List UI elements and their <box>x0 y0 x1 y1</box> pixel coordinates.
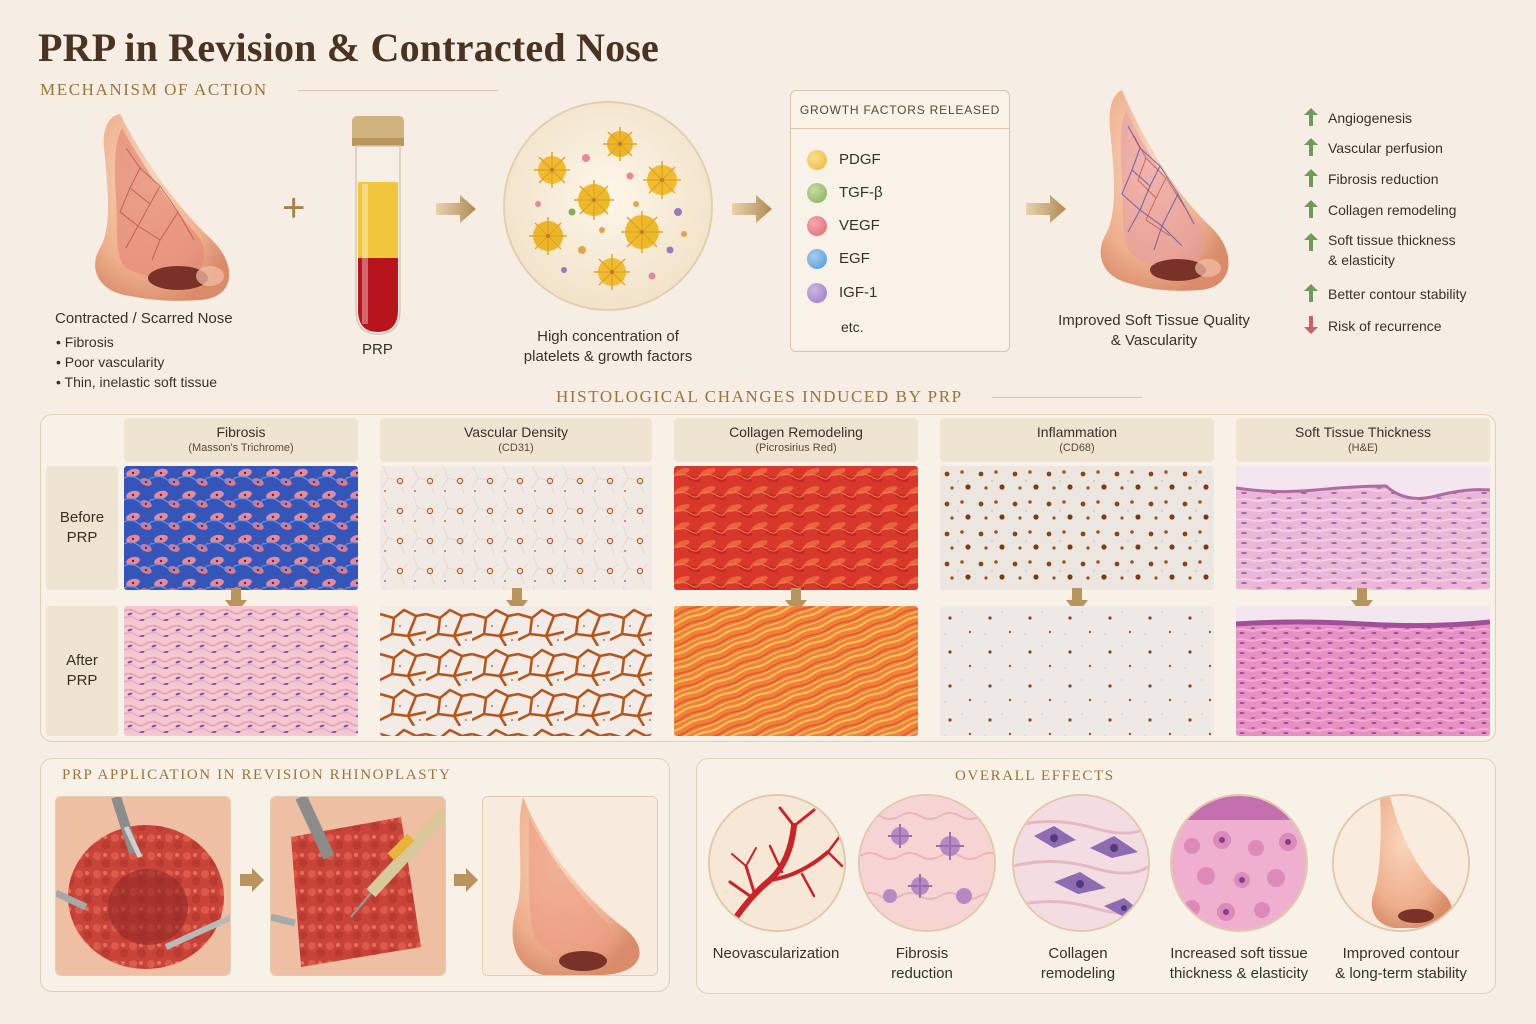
gf-item-tgf-beta: TGF-β <box>807 183 883 203</box>
bullet-fibrosis: • Fibrosis <box>56 334 114 350</box>
collagen-after-tile <box>674 606 918 736</box>
bullet-thin-tissue: • Thin, inelastic soft tissue <box>56 374 218 390</box>
improved-nose-illustration <box>1100 90 1229 291</box>
flow-arrow-1 <box>436 195 476 223</box>
benefit-fibrosis-reduction: Fibrosis reduction <box>1304 169 1439 187</box>
up-arrow-icon <box>1304 233 1318 251</box>
surgery-step-1-image <box>55 796 231 976</box>
col-head-soft-tissue-thickness: Soft Tissue Thickness(H&E) <box>1236 418 1490 462</box>
growth-factors-box: GROWTH FACTORS RELEASED PDGF TGF-β VEGF … <box>790 90 1010 352</box>
col-head-vascular-density: Vascular Density(CD31) <box>380 418 652 462</box>
flow-arrow-3 <box>1026 195 1066 223</box>
vascular-after-tile <box>380 606 652 736</box>
vegf-dot-icon <box>807 216 827 236</box>
soft-tissue-thickness-circle <box>1170 794 1308 932</box>
down-arrow-icon <box>1066 588 1088 614</box>
vascular-before-tile <box>380 466 652 590</box>
gf-item-egf: EGF <box>807 249 870 269</box>
down-arrow-icon <box>225 588 247 614</box>
up-arrow-icon <box>1304 138 1318 156</box>
down-arrow-icon <box>785 588 807 614</box>
up-arrow-icon <box>1304 284 1318 302</box>
col-head-collagen-remodeling: Collagen Remodeling(Picrosirius Red) <box>674 418 918 462</box>
page-title: PRP in Revision & Contracted Nose <box>38 25 659 70</box>
surgery-step-2-image <box>270 796 446 976</box>
benefit-angiogenesis: Angiogenesis <box>1304 108 1412 126</box>
effect-label-neovascularization: Neovascularization <box>712 945 840 962</box>
flow-arrow-2 <box>732 195 772 223</box>
step-arrow-icon <box>240 868 264 892</box>
neovascularization-circle <box>708 794 846 932</box>
fibrosis-after-tile <box>124 606 358 736</box>
application-section-title: PRP APPLICATION IN REVISION RHINOPLASTY <box>62 767 452 783</box>
down-arrow-icon <box>506 588 528 614</box>
collagen-before-tile <box>674 466 918 590</box>
prp-tube-label: PRP <box>362 341 393 358</box>
prp-tube-illustration <box>352 116 404 335</box>
benefit-vascular-perfusion: Vascular perfusion <box>1304 138 1443 156</box>
pdgf-dot-icon <box>807 150 827 170</box>
gf-etc: etc. <box>841 319 864 335</box>
overall-effects-title: OVERALL EFFECTS <box>955 768 1115 784</box>
inflammation-after-tile <box>940 606 1214 736</box>
platelet-circle-illustration <box>503 101 713 311</box>
up-arrow-icon <box>1304 200 1318 218</box>
benefit-risk-of-recurrence: Risk of recurrence <box>1304 316 1442 334</box>
thickness-before-tile <box>1236 466 1490 590</box>
igf-1-dot-icon <box>807 283 827 303</box>
inflammation-before-tile <box>940 466 1214 590</box>
col-head-fibrosis: Fibrosis(Masson's Trichrome) <box>124 418 358 462</box>
tgf-beta-dot-icon <box>807 183 827 203</box>
down-arrow-icon <box>1304 316 1318 334</box>
mechanism-section-title: MECHANISM OF ACTION <box>40 80 268 99</box>
up-arrow-icon <box>1304 108 1318 126</box>
gf-item-pdgf: PDGF <box>807 150 881 170</box>
improved-contour-circle <box>1332 794 1470 932</box>
collagen-remodeling-circle <box>1012 794 1150 932</box>
egf-dot-icon <box>807 249 827 269</box>
section-divider <box>298 90 498 91</box>
thickness-after-tile <box>1236 606 1490 736</box>
col-head-inflammation: Inflammation(CD68) <box>940 418 1214 462</box>
fibrosis-reduction-circle <box>858 794 996 932</box>
plus-sign: + <box>282 186 306 230</box>
gf-item-igf-1: IGF-1 <box>807 283 877 303</box>
growth-factors-heading: GROWTH FACTORS RELEASED <box>791 91 1009 129</box>
up-arrow-icon <box>1304 169 1318 187</box>
benefit-soft-tissue-thickness: Soft tissue thickness& elasticity <box>1304 232 1456 270</box>
fibrosis-before-tile <box>124 466 358 590</box>
down-arrow-icon <box>1351 588 1373 614</box>
step-arrow-icon <box>454 868 478 892</box>
effect-label-improved-contour: Improved contour& long-term stability <box>1335 945 1467 982</box>
benefit-contour-stability: Better contour stability <box>1304 284 1467 302</box>
section-divider <box>992 397 1142 398</box>
scarred-nose-illustration <box>95 114 230 301</box>
surgery-step-3-image <box>482 796 658 976</box>
improved-nose-caption: Improved Soft Tissue Quality & Vasculari… <box>1058 312 1250 349</box>
histology-section-title: HISTOLOGICAL CHANGES INDUCED BY PRP <box>556 387 963 406</box>
bullet-poor-vascularity: • Poor vascularity <box>56 354 165 370</box>
benefit-collagen-remodeling: Collagen remodeling <box>1304 200 1456 218</box>
platelet-caption: High concentration of platelets & growth… <box>523 328 693 365</box>
gf-item-vegf: VEGF <box>807 216 880 236</box>
scarred-nose-caption: Contracted / Scarred Nose <box>55 310 233 327</box>
